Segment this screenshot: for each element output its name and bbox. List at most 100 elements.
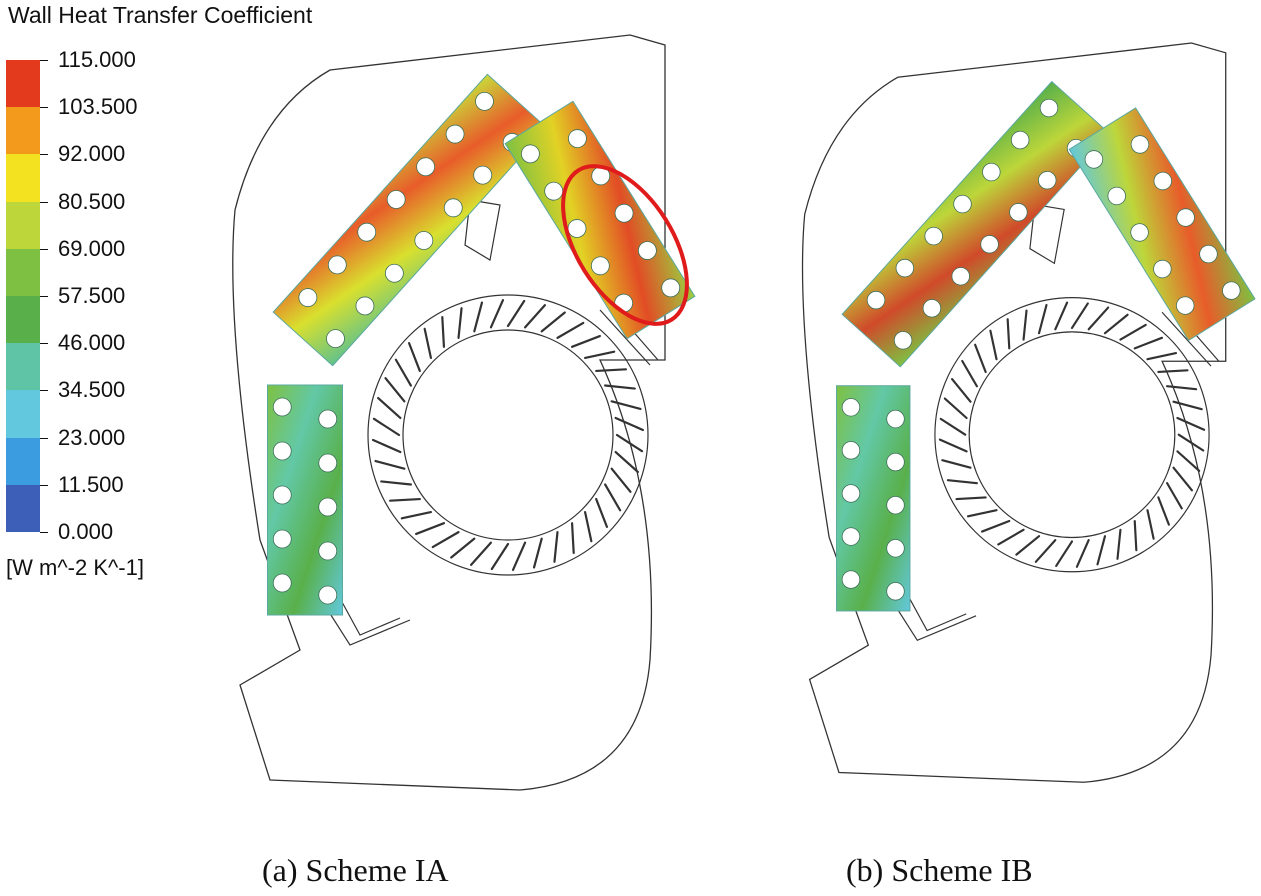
legend-tick-mark [40,248,48,250]
fan-blade [374,459,406,470]
tube-hole [272,529,292,549]
tube-hole [318,497,338,517]
tube-hole [544,181,564,201]
tube-hole [841,570,861,589]
legend-units: [W m^-2 K^-1] [6,555,144,580]
fan-blade [974,343,987,374]
fan-blade [570,334,601,348]
fan-blade [377,396,402,420]
fan-blade [532,537,543,569]
legend-tick-label: 23.000 [58,424,126,450]
tube-hole [475,91,494,111]
heat-exchanger-segment [1068,107,1256,342]
tube-hole [1153,259,1172,279]
tube-hole [272,441,292,461]
tube-hole [1176,296,1195,315]
tube-hole [326,329,345,349]
fan-blade [604,483,622,512]
tube-hole [922,299,942,318]
legend-tick-mark [40,60,48,61]
segment-body [1068,107,1256,342]
tube-hole [924,226,943,246]
tube-hole [384,263,404,283]
tube-hole [866,290,886,310]
fan-blade [610,467,632,493]
fan-blade [610,400,642,411]
tube-hole [893,331,913,350]
fan-blade [939,417,967,436]
fan-blade [946,479,978,485]
tube-hole [982,162,1001,182]
tube-hole [1084,150,1104,169]
fan-blade [384,377,406,403]
caption-scheme-a: (a) Scheme IA [262,852,449,888]
heat-exchanger-segment [504,100,696,340]
fan-blade [955,496,987,501]
legend-tick-label: 11.500 [58,471,124,497]
fan-blade [989,329,998,361]
tube-hole [1176,208,1195,227]
fan-blade [556,321,585,339]
legend-color-segment [6,107,40,155]
fan-blade [570,522,575,555]
caption-scheme-b: (b) Scheme IB [846,852,1033,888]
tube-hole [318,585,338,605]
segment-body [504,100,696,340]
tube-hole [614,203,634,223]
fan-blade [1034,539,1057,563]
fan-blade [1157,369,1189,374]
fan-blade [441,315,446,348]
fan-blade [1022,309,1028,341]
fan-blade [490,542,510,571]
legend-tick-label: 69.000 [58,235,126,261]
inner-block [464,199,501,261]
fan-blade [1166,385,1198,391]
legend-tick-label: 103.500 [58,94,138,120]
fan-blade [595,368,628,373]
fan-blade [1172,466,1194,492]
fan-blade [473,301,484,333]
fan-blade [372,417,401,437]
fan-blade [489,298,505,329]
tube-hole [841,441,861,460]
fan-blade [540,311,566,333]
fan-blade [1054,301,1069,331]
scheme-a-diagram [232,34,696,791]
heat-exchanger-segment [267,384,343,616]
fan-blade [1177,433,1205,452]
tube-hole [1038,171,1057,190]
fan-blade [1087,306,1110,331]
fan-blade [1166,482,1183,510]
tube-hole [1107,186,1126,206]
fan-blade [1119,323,1147,341]
tube-hole [841,484,861,503]
legend-color-segment [6,201,40,250]
fan-blade [1075,539,1090,568]
heat-exchanger-segment [841,80,1111,368]
fan-blade [1146,509,1155,540]
tube-hole [473,165,493,185]
fan-inner-ring [968,331,1176,539]
legend-tick-mark [40,343,48,345]
fan-blade [943,397,968,420]
fan-blade [506,299,526,328]
fan-blade [1176,416,1206,431]
fan-blade [1070,302,1089,330]
fan-blade [450,537,476,559]
tube-hole [357,222,377,242]
tube-hole [886,452,905,472]
fan-blade [457,307,463,339]
fan-blade [1015,535,1041,556]
fan-blade [980,519,1011,533]
tube-hole [355,296,375,316]
legend-tick-label: 46.000 [58,330,126,356]
tube-hole [953,194,972,214]
legend-tick-mark [40,201,48,203]
legend-tick-label: 80.500 [58,188,126,214]
tube-hole [318,541,338,561]
tube-hole [886,495,905,515]
fan-blade [431,531,460,549]
tube-hole [520,144,540,164]
fan-blade [966,509,998,518]
fan-blade [938,438,968,453]
